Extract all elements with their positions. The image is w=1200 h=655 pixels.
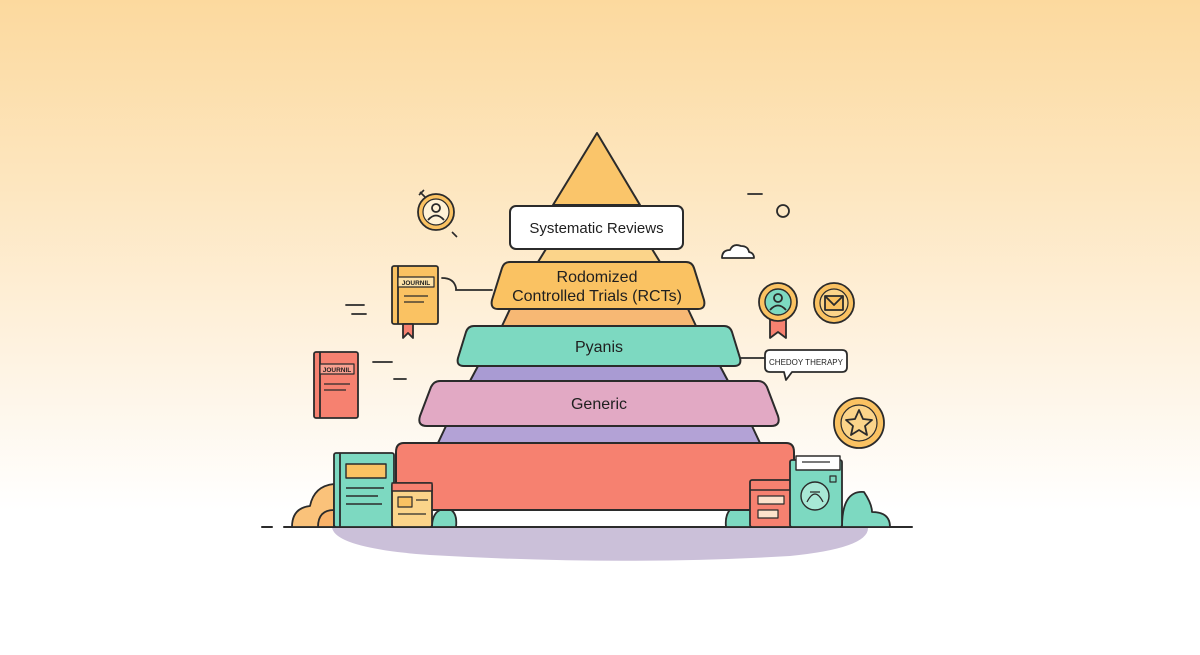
tier-label-pyanis: Pyanis — [575, 339, 623, 356]
band-1 — [537, 248, 661, 263]
band-4 — [437, 425, 761, 444]
tier-label-rcts-line2: Controlled Trials (RCTs) — [512, 288, 682, 305]
journal-left-label: JOURNIL — [323, 367, 352, 374]
mail-badge-icon — [813, 282, 855, 324]
circle-icon — [776, 204, 790, 218]
tier-systematic-reviews — [509, 205, 684, 250]
ribbon-badge-icon — [758, 282, 798, 339]
journal-book-icon: JOURNIL — [391, 265, 439, 339]
band-3 — [469, 365, 729, 382]
document-icon — [749, 479, 793, 528]
cloud-icon — [721, 244, 755, 259]
pyramid-bands — [437, 132, 761, 444]
bush-icon — [291, 483, 458, 528]
document-icon — [391, 482, 433, 528]
tier-base — [395, 442, 795, 511]
tier-label-systematic-reviews: Systematic Reviews — [529, 220, 663, 237]
person-badge-icon — [417, 189, 458, 238]
journal-book-icon: JOURNIL — [313, 351, 359, 419]
pyramid-tiers — [395, 205, 795, 511]
therapy-tag-label: CHEDOY THERAPY — [769, 358, 844, 367]
pyramid-shadow — [332, 527, 869, 561]
tier-label-rcts-line1: Rodomized — [557, 269, 638, 286]
tier-labels: Systematic Reviews Rodomized Controlled … — [512, 220, 682, 413]
journal-top-label: JOURNIL — [402, 280, 431, 287]
dash-accents — [345, 193, 763, 380]
tier-pyanis — [456, 325, 742, 367]
tier-label-generic: Generic — [571, 396, 627, 413]
tier-rcts — [490, 261, 706, 310]
connector-lines — [441, 277, 765, 359]
star-badge-icon — [833, 397, 885, 449]
tier-generic — [418, 380, 780, 427]
band-2 — [501, 308, 697, 327]
document-icon — [333, 452, 395, 528]
pyramid-apex — [552, 132, 641, 206]
document-icon — [789, 455, 843, 528]
therapy-tag: CHEDOY THERAPY — [764, 349, 848, 381]
